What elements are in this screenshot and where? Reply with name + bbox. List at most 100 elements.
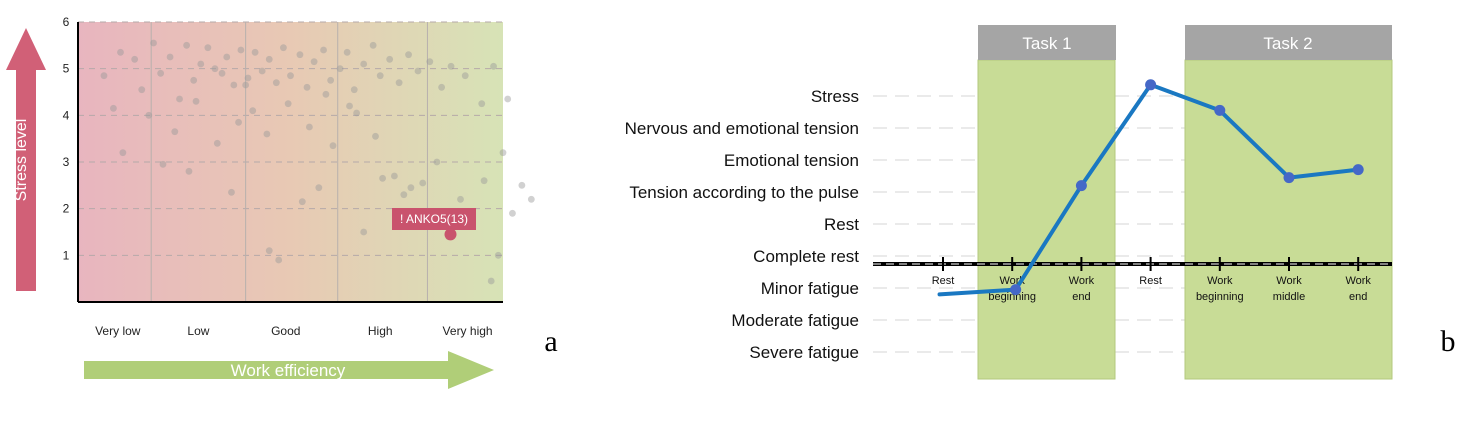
scatter-point [242,81,250,89]
scatter-point [327,76,335,84]
scatter-point [480,177,488,185]
scatter-point [320,46,327,54]
y-category-label: Tension according to the pulse [629,183,859,202]
y-tick-label: 3 [63,155,70,169]
x-tick-label: Work [1276,275,1302,287]
panel-a-x-ticks: Very low Low Good High Very high [95,324,493,338]
scatter-point [237,46,245,54]
scatter-point [426,58,434,66]
scatter-point [360,228,368,236]
scatter-point [336,65,344,73]
scatter-point [100,72,108,80]
scatter-point [405,51,412,59]
scatter-point [223,53,231,61]
series-point [1352,164,1364,176]
y-axis-label: Stress level [13,119,30,202]
scatter-point [379,174,386,182]
scatter-point [287,72,294,80]
scatter-point [218,69,226,77]
x-tick-label: Work [1069,275,1095,287]
x-tick-label: Rest [1139,275,1162,287]
scatter-point [487,277,495,285]
scatter-point [284,100,292,108]
task-1-band [977,59,1116,380]
scatter-point [494,251,502,259]
scatter-point [490,62,497,70]
scatter-point [265,55,273,63]
y-category-label: Minor fatigue [761,279,859,298]
scatter-point [400,191,408,199]
scatter-point [159,160,167,168]
y-tick-label: 6 [63,15,70,29]
scatter-point [310,58,318,66]
scatter-point [244,74,252,82]
scatter-point [117,48,124,56]
scatter-point [390,172,398,180]
scatter-point [185,167,193,175]
highlight-marker: ! ANKO5(13) [392,208,476,241]
scatter-point [280,44,287,52]
scatter-point [457,195,464,203]
scatter-point [192,97,200,105]
scatter-point [251,48,259,56]
scatter-point [176,95,183,103]
y-category-label: Rest [824,215,859,234]
highlight-label: ! ANKO5(13) [400,212,468,226]
x-tick-label: middle [1273,291,1305,303]
task-2-header [1185,25,1392,60]
scatter-point [419,179,427,187]
scatter-point [438,83,446,91]
scatter-point [346,102,353,110]
scatter-point [376,72,384,80]
y-tick-label: 4 [63,108,70,122]
scatter-point [145,111,153,119]
x-tick-label: Work [1345,275,1371,287]
y-tick-label: 5 [63,62,70,76]
task-1-label: Task 1 [1022,34,1071,53]
scatter-point [303,83,311,91]
scatter-point [213,139,221,147]
y-category-label: Moderate fatigue [731,311,859,330]
series-point [1283,172,1295,184]
x-category-label: Very low [95,324,141,338]
scatter-point [386,55,394,63]
scatter-point [343,48,351,56]
panel-b-label: b [1441,325,1456,358]
x-tick-label: Work [1207,275,1233,287]
scatter-point [249,107,257,115]
scatter-point [350,86,358,94]
x-axis-label: Work efficiency [231,361,346,380]
scatter-point [461,72,469,80]
scatter-point [171,128,179,136]
scatter-point [360,60,368,68]
scatter-point [315,184,323,192]
scatter-point [211,65,219,73]
x-category-label: High [368,324,393,338]
scatter-point [265,247,273,255]
series-point [1145,79,1157,91]
scatter-point [322,90,330,98]
scatter-point [119,149,127,157]
scatter-point [190,76,198,84]
scatter-point [369,41,377,49]
x-tick-label: end [1072,291,1090,303]
x-category-label: Very high [443,324,493,338]
scatter-point [230,81,238,89]
x-category-label: Low [187,324,209,338]
x-category-label: Good [271,324,300,338]
scatter-point [414,67,422,75]
scatter-point [305,123,313,131]
scatter-point [183,41,191,49]
scatter-point [296,51,304,59]
y-category-label: Severe fatigue [749,343,859,362]
panel-a-grid [78,21,503,302]
scatter-point [166,53,174,61]
scatter-point [353,109,361,117]
panel-b-series [937,79,1364,297]
scatter-point [258,67,266,75]
panel-a-axes [77,22,503,303]
